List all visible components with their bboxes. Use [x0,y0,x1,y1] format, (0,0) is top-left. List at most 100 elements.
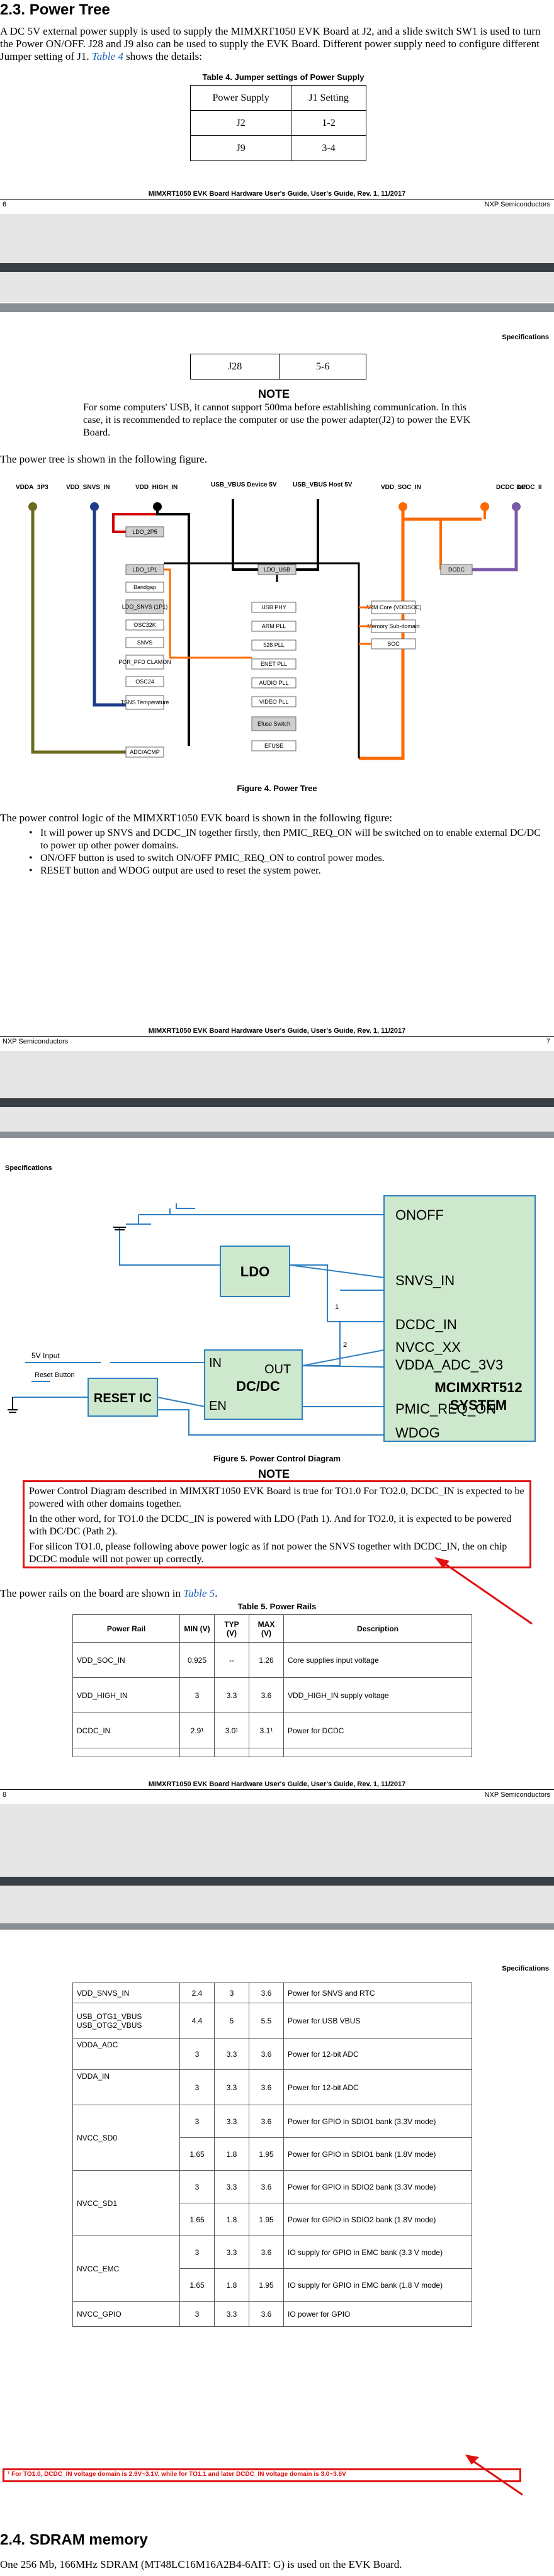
table-cell: 3.3 [214,2038,249,2070]
table-cell: 5.5 [249,2003,284,2039]
page-footer-title: MIMXRT1050 EVK Board Hardware User's Gui… [148,1027,406,1035]
list-item: It will power up SNVS and DCDC_IN togeth… [25,827,541,852]
footnote-highlight-box [3,2468,521,2482]
page-separator-band [0,1923,554,1930]
table-cell [72,1748,180,1757]
table-cell: 3.3 [214,2170,249,2203]
jumper-settings-table: Power Supply J1 Setting J2 1-2 J9 3-4 [189,85,366,161]
right-box: ARM Core (VDDSOC) [365,604,421,610]
table-cell: 4.4 [179,2003,215,2039]
table-cell: 1.65 [179,2137,215,2171]
right-box: SOC [387,641,400,647]
mid-box: USB PHY [261,604,286,610]
table-cell: 3 [179,1677,215,1713]
table-cell: 3.3 [214,2105,249,2138]
table-row [72,1748,472,1757]
table-cell: VDD_HIGH_IN supply voltage [283,1677,472,1713]
power-logic-bullets: It will power up SNVS and DCDC_IN togeth… [25,827,541,877]
table-4-link[interactable]: Table 4 [91,50,123,62]
page-number: 6 [3,201,7,208]
mid-box: ARM PLL [262,623,286,629]
table-cell: 2.9¹ [179,1713,215,1748]
power-tree-diagram: VDDA_3P3 VDD_SNVS_IN VDD_HIGH_IN USB_VBU… [16,481,541,760]
section-heading-power-tree: 2.3. Power Tree [0,1,110,18]
table-cell: 3 [179,2069,215,2105]
table-cell: 3.6 [249,2038,284,2070]
table-cell: Power for DCDC [283,1713,472,1748]
note-text: For some computers' USB, it cannot suppo… [83,402,471,438]
top-label: USB_VBUS Device 5V [211,481,277,488]
mid-box: 528 PLL [263,642,285,648]
top-label: USB_VBUS Host 5V [293,481,353,488]
table-cell: 3.1¹ [249,1713,284,1748]
table-row: NVCC_SD0 3 3.3 3.6 Power for GPIO in SDI… [72,2105,472,2171]
top-label: VDD_HIGH_IN [135,484,178,491]
power-tree-figure-intro: The power tree is shown in the following… [0,453,208,465]
ldo-box: OSC32K [133,622,156,628]
table-footnote: ¹ For TO1.0, DCDC_IN voltage domain is 2… [8,2471,346,2478]
power-rails-table-continued: VDD_SNVS_IN 2.4 3 3.6 Power for SNVS and… [72,1983,472,2327]
5v-input-label: 5V Input [31,1351,60,1360]
table-cell: Power for 12-bit ADC [283,2069,472,2105]
dcdc-block: DC/DC [236,1378,280,1394]
footer-company: NXP Semiconductors [484,201,550,208]
table-header-cell: Power Supply [189,85,292,111]
table-cell: 2.4 [179,1983,215,2003]
page-number: 7 [546,1038,550,1045]
page-separator-band [0,1132,554,1138]
table-cell: 3 [179,2301,215,2327]
reset-button-label: Reset Button [35,1371,75,1379]
page-separator-band [0,263,554,272]
ldo-box: LDO_SNVS (1P1) [122,604,168,610]
figure-5-caption: Figure 5. Power Control Diagram [213,1454,341,1463]
table-cell: 3.6 [249,1677,284,1713]
page-gap [0,214,554,302]
page-footer-title: MIMXRT1050 EVK Board Hardware User's Gui… [148,190,406,198]
table-cell: 1.8 [214,2268,249,2302]
annotation-arrow [465,2455,523,2496]
dcdc-en: EN [209,1399,227,1413]
jumper-settings-table-continued: J28 5-6 [189,354,366,380]
table-row: J28 5-6 [189,354,366,380]
sdram-paragraph: One 256 Mb, 166MHz SDRAM (MT48LC16M16A2B… [0,2558,402,2570]
table-cell: IO power for GPIO [283,2301,472,2327]
table-cell: 1.65 [179,2203,215,2236]
dcdc-out: OUT [264,1363,291,1376]
table-cell: 1.65 [179,2268,215,2302]
footer-rule [0,199,554,200]
table-cell: 3.3 [214,2069,249,2105]
table-row: USB_OTG1_VBUS USB_OTG2_VBUS 4.4 5 5.5 Po… [72,2003,472,2039]
right-box: Memory Sub-domain [367,623,420,629]
table-cell: VDDA_IN [72,2069,180,2105]
note-title: NOTE [258,388,290,400]
table-cell: Power for 12-bit ADC [283,2038,472,2070]
table-cell: Power for GPIO in SDIO1 bank (3.3V mode) [283,2105,472,2138]
page-header-label: Specifications [502,1965,549,1972]
table-row: J9 3-4 [189,135,366,161]
soc-signal: VDDA_ADC_3V3 [395,1357,503,1373]
top-label: DCDC_LP [496,484,526,491]
table-cell: DCDC_IN [72,1713,180,1748]
table-5-link[interactable]: Table 5 [183,1587,215,1599]
table-cell: 1.26 [249,1642,284,1678]
page-separator-band [0,303,554,312]
table-cell: VDD_SOC_IN [72,1642,180,1678]
table-cell: 3 [214,1983,249,2003]
soc-name: SYSTEM [450,1397,507,1413]
table-row: 1.65 1.8 1.95 Power for GPIO in SDIO2 ba… [73,2203,472,2236]
footer-company: NXP Semiconductors [484,1791,550,1799]
table-cell: Power for GPIO in SDIO2 bank (1.8V mode) [283,2203,472,2236]
table-cell: 0.925 [179,1642,215,1678]
table-cell: 3.6 [249,1983,284,2003]
table-header-row: Power Rail MIN (V) TYP (V) MAX (V) Descr… [72,1614,472,1643]
soc-signal: SNVS_IN [395,1273,455,1288]
note-title: NOTE [258,1468,290,1480]
soc-signal: ONOFF [395,1207,444,1223]
table-row: VDDA_ADC 3 3.3 3.6 Power for 12-bit ADC [72,2038,472,2070]
soc-signal: WDOG [395,1425,440,1441]
table-cell: Power for GPIO in SDIO2 bank (3.3V mode) [283,2170,472,2203]
soc-signal: NVCC_XX [395,1339,461,1355]
top-label: VDDA_3P3 [16,484,48,491]
table-cell: 1.95 [249,2203,284,2236]
page-header-label: Specifications [502,334,549,341]
